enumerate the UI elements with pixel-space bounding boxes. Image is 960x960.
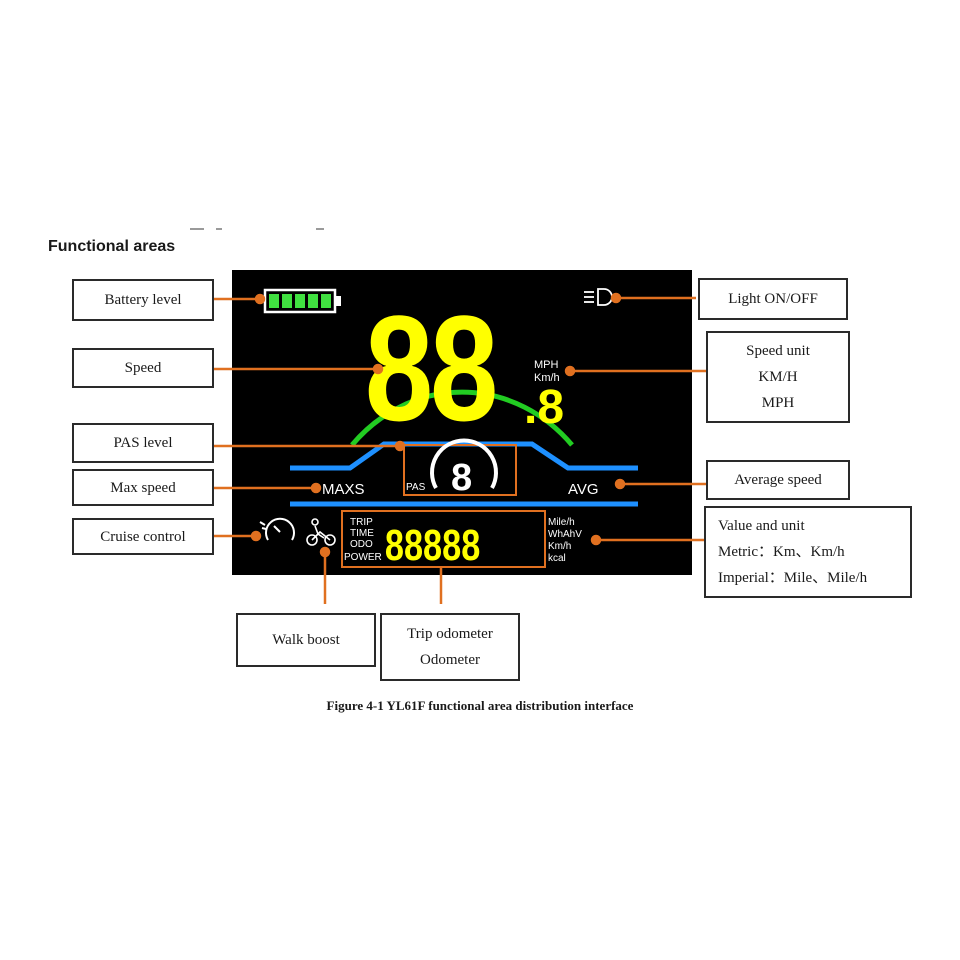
value-unit-mileh: Mile/h [548,517,575,528]
pas-highlight-box [403,444,517,496]
label-speed-unit-line1: Speed unit [746,343,810,359]
speed-decimal: .8 [524,381,564,434]
scan-artifact-marks [120,228,360,232]
label-odometer-line1: Trip odometer [407,626,493,642]
label-battery-level: Battery level [72,279,214,321]
lcd-svg: 88 .8 MPH Km/h 8 PAS MAXS AVG TRIP TIME [259,285,638,570]
odometer-digits: 88888 [385,521,480,570]
battery-icon [263,288,341,314]
label-max-speed: Max speed [72,469,214,506]
battery-segment [269,294,279,308]
mode-label-trip: TRIP [350,517,373,528]
label-odometer-line2: Odometer [420,652,480,668]
label-value-unit-line3: Imperial：Mile、Mile/h [718,570,868,586]
label-max-speed-text: Max speed [110,479,176,496]
pas-label: PAS [406,482,426,493]
battery-segment [321,294,331,308]
maxs-label: MAXS [322,481,365,498]
speed-arc [350,389,574,447]
section-title: Functional areas [48,238,176,255]
walk-bike-icon [306,518,336,546]
label-cruise-control: Cruise control [72,518,214,555]
battery-segment [282,294,292,308]
label-value-unit: Value and unit Metric：Km、Km/h Imperial：M… [704,506,912,598]
speed-digits: 88 [365,285,496,452]
label-speed-unit: Speed unit KM/H MPH [706,331,850,423]
value-unit-kcal: kcal [548,553,566,564]
label-walk-boost-text: Walk boost [272,632,340,648]
label-light-onoff: Light ON/OFF [698,278,848,320]
speed-unit-kmh: Km/h [534,372,560,384]
figure-caption: Figure 4-1 YL61F functional area distrib… [326,698,634,713]
odometer-highlight-box [341,510,546,568]
avg-label: AVG [568,481,599,498]
speedometer-icon [259,517,295,541]
battery-segment [308,294,318,308]
lcd-display: 88 .8 MPH Km/h 8 PAS MAXS AVG TRIP TIME [232,270,692,575]
label-speed: Speed [72,348,214,388]
label-value-unit-line1: Value and unit [718,518,805,534]
pas-digit: 8 [451,457,472,499]
speed-unit-mph: MPH [534,359,559,371]
label-average-speed-text: Average speed [734,472,822,488]
label-speed-unit-line2: KM/H [758,369,798,385]
label-cruise-control-text: Cruise control [100,528,186,545]
battery-segments [269,294,331,308]
label-average-speed: Average speed [706,460,850,500]
label-light-onoff-text: Light ON/OFF [728,291,818,307]
label-speed-text: Speed [124,360,162,376]
label-odometer: Trip odometer Odometer [380,613,520,681]
value-unit-kmh: Km/h [548,541,571,552]
label-pas-level: PAS level [72,423,214,463]
mode-label-time: TIME [350,528,374,539]
label-value-unit-line2: Metric：Km、Km/h [718,544,845,560]
battery-segment [295,294,305,308]
pas-ring [430,438,498,489]
label-battery-level-text: Battery level [104,292,182,308]
mode-label-odo: ODO [350,539,373,550]
mode-label-power: POWER [344,552,382,563]
label-walk-boost: Walk boost [236,613,376,667]
label-pas-level-text: PAS level [113,435,173,451]
value-unit-whahv: WhAhV [548,529,582,540]
label-speed-unit-line3: MPH [761,395,795,411]
